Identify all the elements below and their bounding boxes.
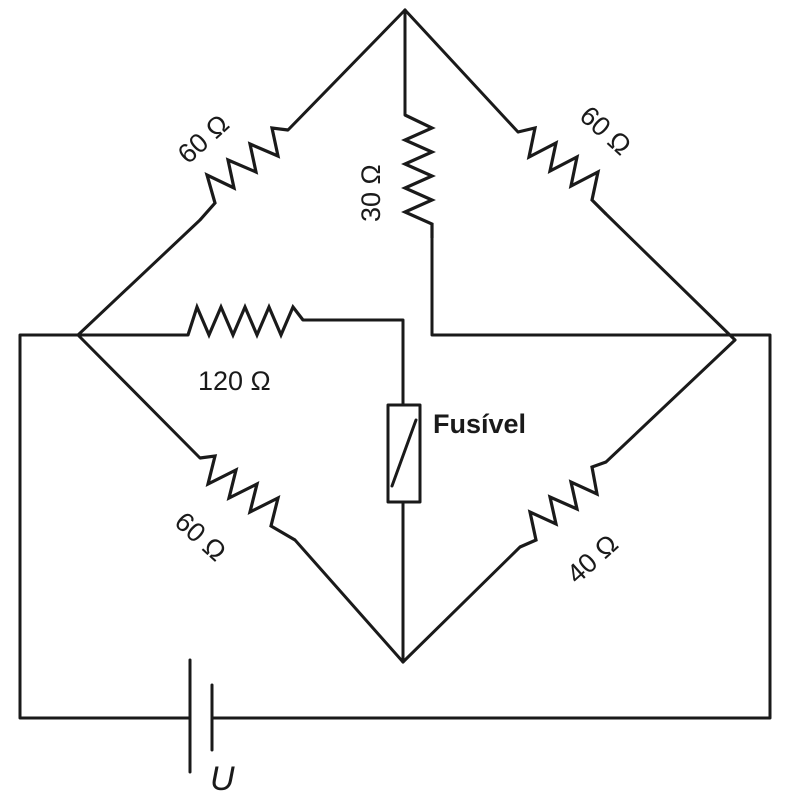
fuse-symbol [386,403,422,664]
battery-symbol [188,658,214,774]
label-r-top-right: 60 Ω [574,100,637,161]
label-r-middle: 120 Ω [198,366,271,396]
label-r-top-middle: 30 Ω [356,164,386,222]
label-source-voltage: U [210,760,235,798]
resistor-top-right [403,8,737,342]
resistor-bottom-right [401,338,737,664]
resistor-bottom-left [76,333,405,664]
resistor-top-left [76,8,407,337]
label-r-top-left: 60 Ω [172,109,235,170]
label-r-bottom-right: 40 Ω [561,529,624,590]
resistor-top-middle [401,8,737,337]
label-r-bottom-left: 60 Ω [169,506,232,567]
outer-loop [18,333,772,720]
label-fuse: Fusível [433,409,526,439]
resistor-middle [76,302,405,407]
